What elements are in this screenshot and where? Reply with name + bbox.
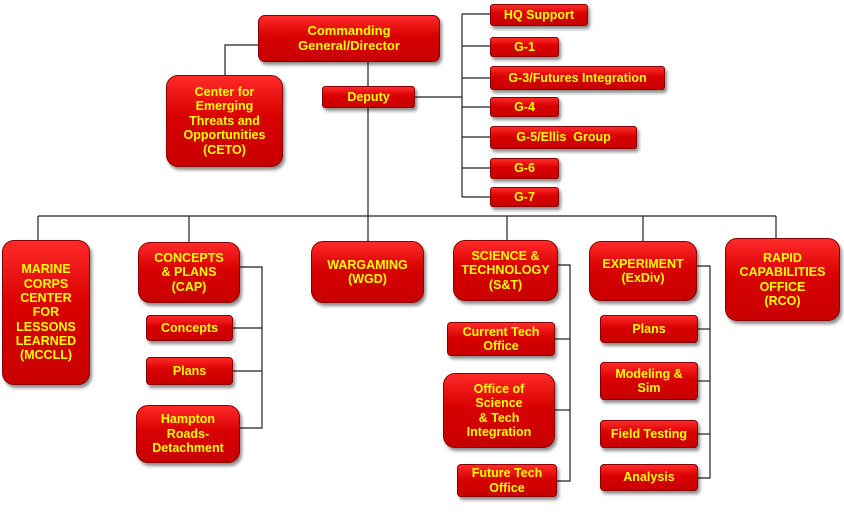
deputy-label: Deputy bbox=[347, 89, 390, 104]
sub-label: Office of Science & Tech Integration bbox=[466, 381, 532, 439]
staff-label: HQ Support bbox=[503, 7, 575, 22]
sub-label: Future Tech Office bbox=[471, 466, 543, 495]
sub-label: Plans bbox=[632, 321, 666, 336]
staff-g3[interactable]: G-3/Futures Integration bbox=[490, 66, 665, 90]
st-bracket bbox=[557, 264, 571, 482]
staff-label: G-1 bbox=[514, 39, 535, 54]
staff-label: G-5/Ellis Group bbox=[516, 130, 611, 145]
staff-g7[interactable]: G-7 bbox=[490, 187, 559, 207]
division-label: SCIENCE & TECHNOLOGY (S&T) bbox=[461, 248, 550, 292]
cap-bracket bbox=[240, 266, 263, 429]
exdiv-plans[interactable]: Plans bbox=[600, 315, 698, 343]
division-rco[interactable]: RAPID CAPABILITIES OFFICE (RCO) bbox=[725, 238, 840, 321]
ceto-label: Center for Emerging Threats and Opportun… bbox=[183, 85, 266, 157]
staff-label: G-7 bbox=[514, 189, 535, 204]
exdiv-modeling-sim[interactable]: Modeling & Sim bbox=[600, 362, 698, 400]
division-mccll[interactable]: MARINE CORPS CENTER FOR LESSONS LEARNED … bbox=[2, 240, 90, 385]
commanding-general-box[interactable]: Commanding General/Director bbox=[258, 15, 440, 62]
sub-label: Modeling & Sim bbox=[615, 366, 683, 395]
division-exdiv[interactable]: EXPERIMENT (ExDiv) bbox=[589, 241, 697, 301]
deputy-box[interactable]: Deputy bbox=[322, 86, 415, 108]
staff-g5[interactable]: G-5/Ellis Group bbox=[490, 126, 637, 149]
staff-g6[interactable]: G-6 bbox=[490, 158, 559, 179]
sub-label: Plans bbox=[172, 363, 207, 378]
staff-label: G-6 bbox=[514, 161, 535, 176]
sub-label: Analysis bbox=[623, 470, 675, 485]
division-label: CONCEPTS & PLANS (CAP) bbox=[154, 250, 224, 294]
staff-hq-support[interactable]: HQ Support bbox=[490, 4, 588, 26]
exdiv-analysis[interactable]: Analysis bbox=[600, 464, 698, 491]
st-future-tech[interactable]: Future Tech Office bbox=[457, 464, 557, 497]
division-label: WARGAMING (WGD) bbox=[327, 257, 408, 286]
st-integration[interactable]: Office of Science & Tech Integration bbox=[443, 373, 555, 448]
staff-label: G-3/Futures Integration bbox=[508, 70, 647, 85]
line-cg-ceto bbox=[224, 44, 258, 75]
exdiv-field-testing[interactable]: Field Testing bbox=[600, 420, 698, 448]
cap-concepts[interactable]: Concepts bbox=[146, 315, 233, 341]
ceto-box[interactable]: Center for Emerging Threats and Opportun… bbox=[166, 75, 283, 167]
sub-label: Hampton Roads- Detachment bbox=[152, 412, 224, 456]
staff-g4[interactable]: G-4 bbox=[490, 97, 559, 117]
sub-label: Concepts bbox=[161, 320, 218, 335]
division-wgd[interactable]: WARGAMING (WGD) bbox=[311, 241, 424, 303]
commanding-general-label: Commanding General/Director bbox=[298, 22, 400, 53]
sub-label: Field Testing bbox=[610, 426, 688, 441]
division-label: MARINE CORPS CENTER FOR LESSONS LEARNED … bbox=[15, 262, 77, 363]
st-current-tech[interactable]: Current Tech Office bbox=[447, 322, 555, 356]
division-label: RAPID CAPABILITIES OFFICE (RCO) bbox=[739, 250, 826, 308]
staff-g1[interactable]: G-1 bbox=[490, 37, 559, 57]
staff-label: G-4 bbox=[514, 99, 535, 114]
sub-label: Current Tech Office bbox=[462, 324, 540, 353]
cap-plans[interactable]: Plans bbox=[146, 357, 233, 385]
cap-hampton-roads[interactable]: Hampton Roads- Detachment bbox=[136, 405, 240, 463]
division-st[interactable]: SCIENCE & TECHNOLOGY (S&T) bbox=[453, 240, 558, 301]
division-label: EXPERIMENT (ExDiv) bbox=[602, 256, 684, 285]
division-cap[interactable]: CONCEPTS & PLANS (CAP) bbox=[138, 242, 240, 303]
exdiv-bracket bbox=[697, 265, 711, 479]
